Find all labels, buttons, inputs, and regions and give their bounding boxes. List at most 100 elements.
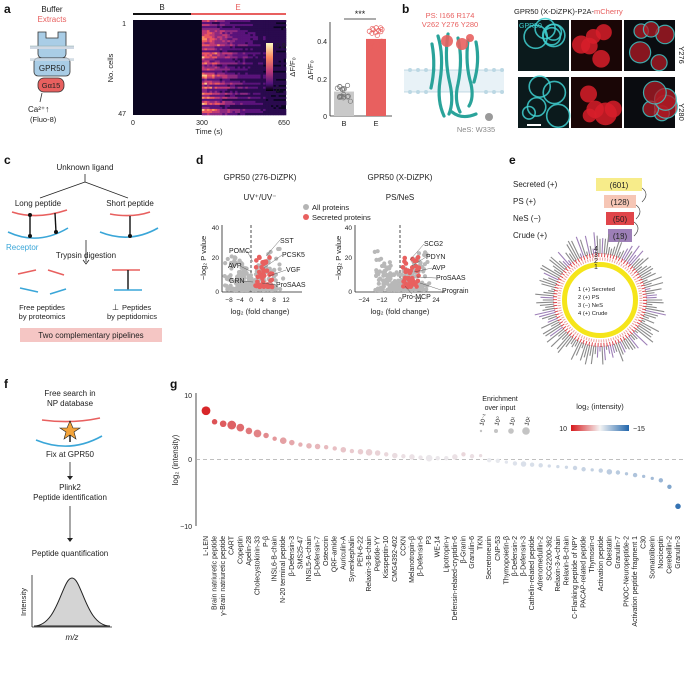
heatmap-cell — [273, 44, 277, 47]
heatmap-cell — [275, 28, 279, 31]
volcano-secreted-point — [403, 261, 409, 266]
heatmap-cell — [227, 90, 231, 94]
ring-bar-outer — [634, 257, 649, 271]
heatmap-cell — [206, 112, 210, 116]
ring-bar-outer — [539, 303, 555, 306]
heatmap-cell — [204, 62, 208, 65]
heatmap-cell — [255, 46, 259, 49]
heatmap-cell — [206, 108, 210, 112]
vl-label-pcsk5: PCSK5 — [282, 252, 305, 259]
heatmap-cell — [235, 92, 238, 96]
ring-legend-2: 2 (+) PS — [578, 295, 600, 301]
peptide-label-55: Granulin-3 — [675, 536, 682, 569]
bar-datapoint — [347, 98, 353, 104]
heatmap-cell — [260, 40, 264, 43]
heatmap-cell — [252, 54, 256, 57]
heatmap-cell — [240, 76, 243, 79]
heatmap-cell — [255, 74, 259, 77]
ring-bar-outer — [575, 342, 583, 356]
bubble-11 — [298, 442, 303, 447]
heatmap-cell — [263, 78, 266, 81]
heatmap-cell — [229, 68, 233, 71]
heatmap-cell — [229, 40, 233, 43]
heatmap-cell — [242, 38, 246, 41]
heatmap-cell — [209, 92, 213, 96]
peptide-label-22: CMG4392-402 — [392, 536, 399, 582]
heatmap-cell — [214, 56, 218, 59]
volcano-point — [417, 283, 423, 288]
heatmap-cell — [235, 72, 238, 75]
bar-datapoint — [379, 41, 385, 48]
ring-bar-outer — [609, 344, 614, 358]
heatmap-cell — [242, 20, 246, 23]
heatmap-cell — [280, 100, 284, 104]
heatmap-cell — [247, 30, 251, 33]
heatmap-cell — [235, 102, 238, 106]
bubble-20 — [374, 450, 381, 456]
peptide-label-12: INSL5-A-chain — [306, 536, 313, 582]
heatmap-cell — [278, 80, 282, 83]
heatmap-cell — [263, 34, 266, 37]
heatmap-cell — [252, 32, 256, 35]
volcano-point — [387, 260, 392, 265]
heatmap-cell — [237, 46, 241, 49]
heatmap-cell — [273, 108, 277, 112]
heatmap-cell — [252, 112, 256, 116]
heatmap-cell — [224, 28, 228, 31]
heatmap-cell — [250, 26, 254, 29]
heatmap-cell — [206, 78, 210, 81]
heatmap-cell — [204, 74, 208, 77]
peptide-label-10: β-Defensin-3 — [289, 536, 296, 576]
heatmap-cell — [283, 72, 287, 75]
heatmap-cell — [201, 88, 205, 92]
heatmap-cell — [227, 46, 231, 49]
color-legend-high: 10 — [559, 426, 567, 433]
ring-bar-outer — [539, 279, 557, 287]
bubble-46 — [598, 468, 603, 473]
heatmap-cell — [204, 90, 208, 94]
heatmap-header — [133, 13, 286, 15]
heatmap-cell — [212, 108, 215, 112]
heatmap-cell — [252, 44, 256, 47]
heatmap-cell — [214, 84, 218, 88]
heatmap-cell — [280, 92, 284, 96]
heatmap-cell — [229, 70, 233, 73]
heatmap-cell — [255, 104, 259, 108]
volcano-left-subtitle: UV⁺/UV⁻ — [244, 193, 277, 202]
heatmap-cell — [201, 94, 205, 98]
heatmap-cell — [232, 80, 236, 83]
heatmap-cell — [214, 68, 218, 71]
heatmap-cell — [245, 98, 249, 102]
volcano-secreted-point — [256, 254, 262, 260]
ring-bar-outer — [644, 282, 664, 289]
heatmap-cell — [265, 94, 269, 98]
volcano-point — [413, 287, 418, 293]
heatmap-cell — [247, 76, 251, 79]
heatmap-cell — [242, 104, 246, 108]
heatmap-cell — [222, 96, 226, 100]
heatmap-cell — [235, 82, 238, 85]
heatmap-cell — [222, 46, 226, 49]
heatmap-cell — [227, 40, 231, 43]
heatmap-cell — [245, 38, 249, 41]
cell-merge — [643, 21, 659, 38]
bar-category-b: B — [341, 119, 346, 128]
ring-bar-outer — [589, 345, 593, 356]
heatmap-cell — [245, 106, 249, 110]
heatmap-cell — [204, 80, 208, 83]
heatmap-cell — [219, 60, 223, 63]
heatmap-cell — [237, 24, 241, 27]
heatmap-cell — [224, 38, 228, 41]
bubble-42 — [564, 465, 569, 469]
heatmap-cell — [250, 32, 254, 35]
ring-bar-outer — [641, 272, 656, 281]
heatmap-cell — [273, 36, 277, 39]
heatmap-cell — [224, 78, 228, 81]
peptide-label-51: C30 — [641, 536, 648, 549]
heatmap-cell — [265, 100, 269, 104]
heatmap-cell — [235, 44, 238, 47]
volcano-point — [376, 281, 381, 286]
volcano-secreted-point — [254, 258, 259, 263]
heatmap-cell — [255, 44, 259, 47]
ring-bar-outer — [542, 278, 558, 285]
